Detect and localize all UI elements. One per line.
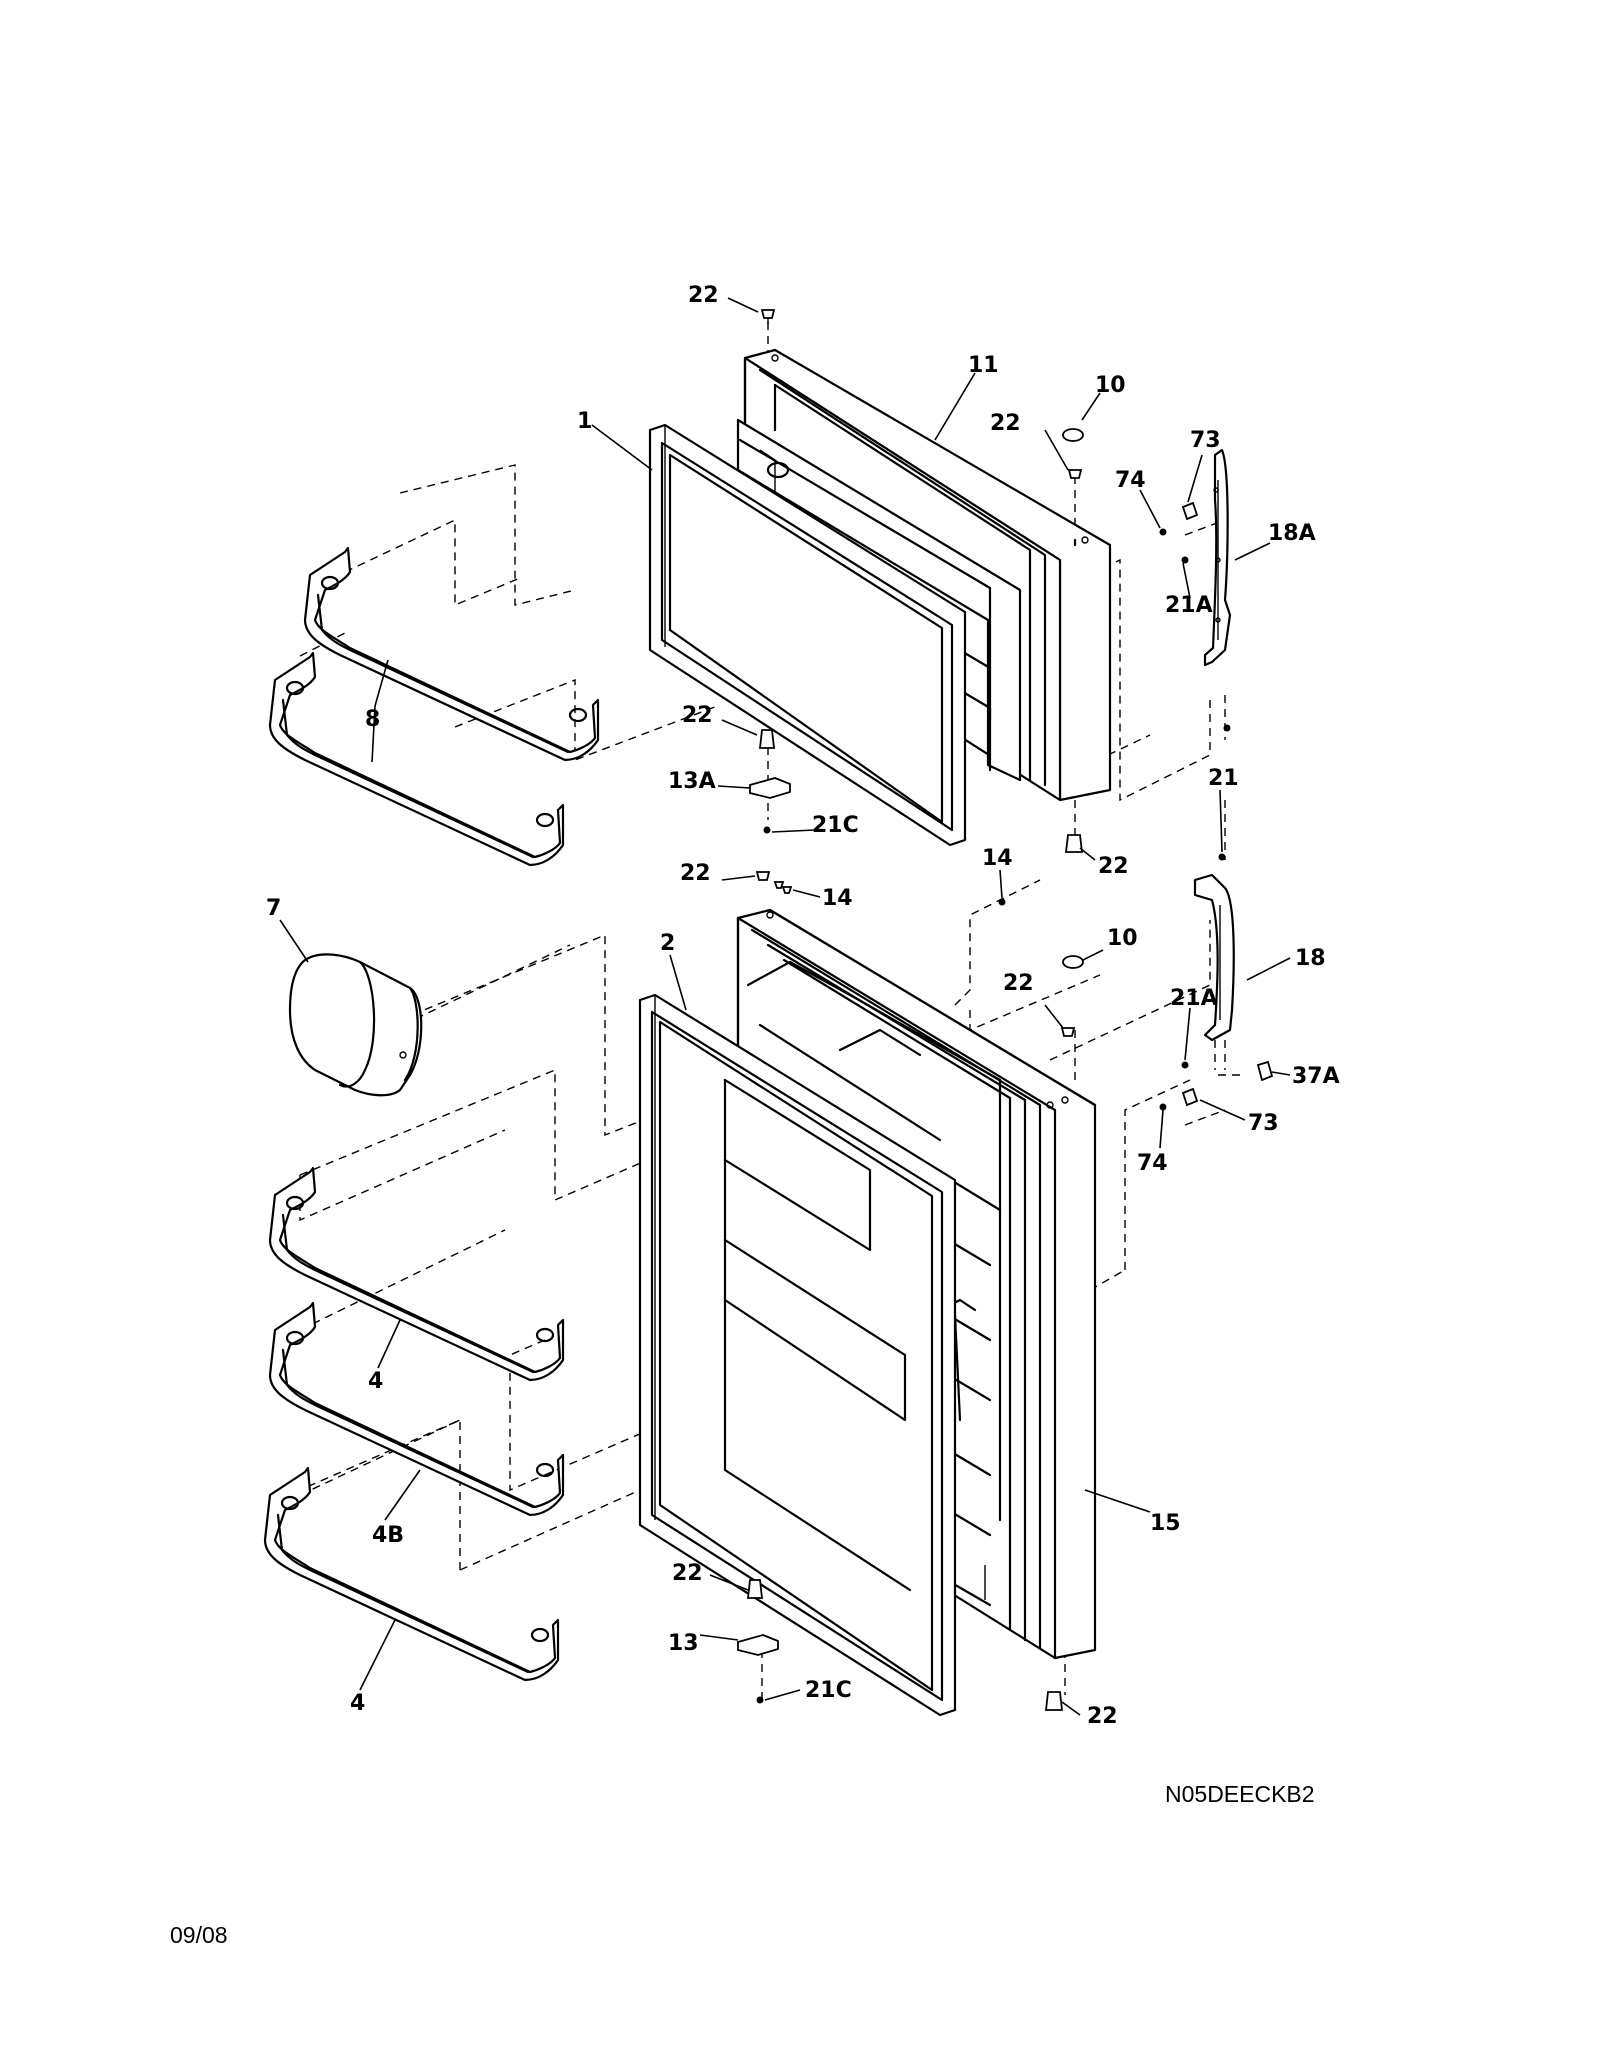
callout-21A: 21A	[1165, 593, 1213, 618]
callout-15: 15	[1150, 1511, 1181, 1536]
callout-22: 22	[688, 283, 719, 308]
callout-22: 22	[1098, 854, 1129, 879]
bushing-22-upper-bottom	[1064, 834, 1084, 853]
bushing-22-upper-hinge	[758, 729, 776, 749]
callout-21C: 21C	[812, 813, 859, 838]
callout-8: 8	[365, 707, 380, 732]
door-shelf-bar-8-bottom	[268, 651, 565, 867]
callout-2: 2	[660, 931, 675, 956]
callout-18: 18	[1295, 946, 1326, 971]
callout-leaders	[279, 297, 1291, 1716]
screw-21-lower	[1218, 853, 1226, 861]
callout-22: 22	[680, 861, 711, 886]
shim-73-upper	[1181, 501, 1199, 521]
callout-14: 14	[822, 886, 853, 911]
shim-73-lower	[1181, 1087, 1199, 1107]
screw-74-lower	[1159, 1103, 1167, 1111]
callout-21: 21	[1208, 766, 1239, 791]
callout-13: 13	[668, 1631, 699, 1656]
diagram-code: N05DEECKB2	[1165, 1781, 1315, 1807]
screw-21C-upper	[763, 826, 771, 834]
callout-21A: 21A	[1170, 986, 1218, 1011]
screw-14-pair	[773, 881, 793, 894]
callout-13A: 13A	[668, 769, 716, 794]
hinge-plate-13A	[749, 777, 791, 799]
cap-37A	[1256, 1060, 1274, 1082]
screw-74-upper	[1159, 528, 1167, 536]
hardware-parts	[737, 309, 1274, 1711]
callout-74: 74	[1115, 468, 1146, 493]
callout-4: 4	[368, 1369, 383, 1394]
screw-21A-lower	[1181, 1061, 1189, 1069]
door-shelf-bar-4B	[268, 1301, 565, 1517]
callout-37A: 37A	[1292, 1064, 1340, 1089]
callout-22: 22	[672, 1561, 703, 1586]
screw-22-lower-top	[755, 871, 771, 881]
callout-22: 22	[1003, 971, 1034, 996]
door-shelf-bar-4-upper	[268, 1166, 565, 1382]
callout-14: 14	[982, 846, 1013, 871]
hinge-18A	[1203, 448, 1232, 667]
screw-21	[1223, 724, 1231, 732]
plug-10-upper	[1062, 428, 1084, 442]
door-shelf-bar-8-top	[303, 546, 600, 762]
bushing-22-lower-bottom	[1044, 1691, 1064, 1711]
callout-74: 74	[1137, 1151, 1168, 1176]
dairy-bin-7	[288, 953, 423, 1097]
callout-4B: 4B	[372, 1523, 404, 1548]
callout-11: 11	[968, 353, 999, 378]
screw-14-right	[998, 898, 1006, 906]
freezer-gasket-1	[648, 423, 967, 847]
screw-21C-lower	[756, 1696, 764, 1704]
callout-10: 10	[1107, 926, 1138, 951]
hinge-18	[1193, 873, 1235, 1070]
revision-date: 09/08	[170, 1922, 228, 1948]
callout-73: 73	[1190, 428, 1221, 453]
callout-73: 73	[1248, 1111, 1279, 1136]
callout-10: 10	[1095, 373, 1126, 398]
callout-7: 7	[266, 896, 281, 921]
fresh-food-gasket-2	[638, 993, 957, 1717]
callout-1: 1	[577, 409, 592, 434]
screw-21A-upper	[1181, 556, 1189, 564]
screw-22-upper-right	[1067, 469, 1083, 484]
callout-22: 22	[682, 703, 713, 728]
callout-22: 22	[1087, 1704, 1118, 1729]
screw-22-lower-right	[1060, 1027, 1076, 1037]
plug-10-lower	[1062, 955, 1084, 969]
callout-4: 4	[350, 1691, 365, 1716]
callout-18A: 18A	[1268, 521, 1316, 546]
door-shelf-bar-4-lower	[263, 1466, 560, 1682]
bushing-22-lower-hinge	[746, 1579, 764, 1599]
hinge-plate-13	[737, 1634, 779, 1656]
callout-21C: 21C	[805, 1678, 852, 1703]
callout-labels: 22 11 10 22 73 74 18A 21A 1 8 22 13A 21C…	[266, 283, 1340, 1729]
screw-22-top	[760, 309, 776, 324]
callout-22: 22	[990, 411, 1021, 436]
